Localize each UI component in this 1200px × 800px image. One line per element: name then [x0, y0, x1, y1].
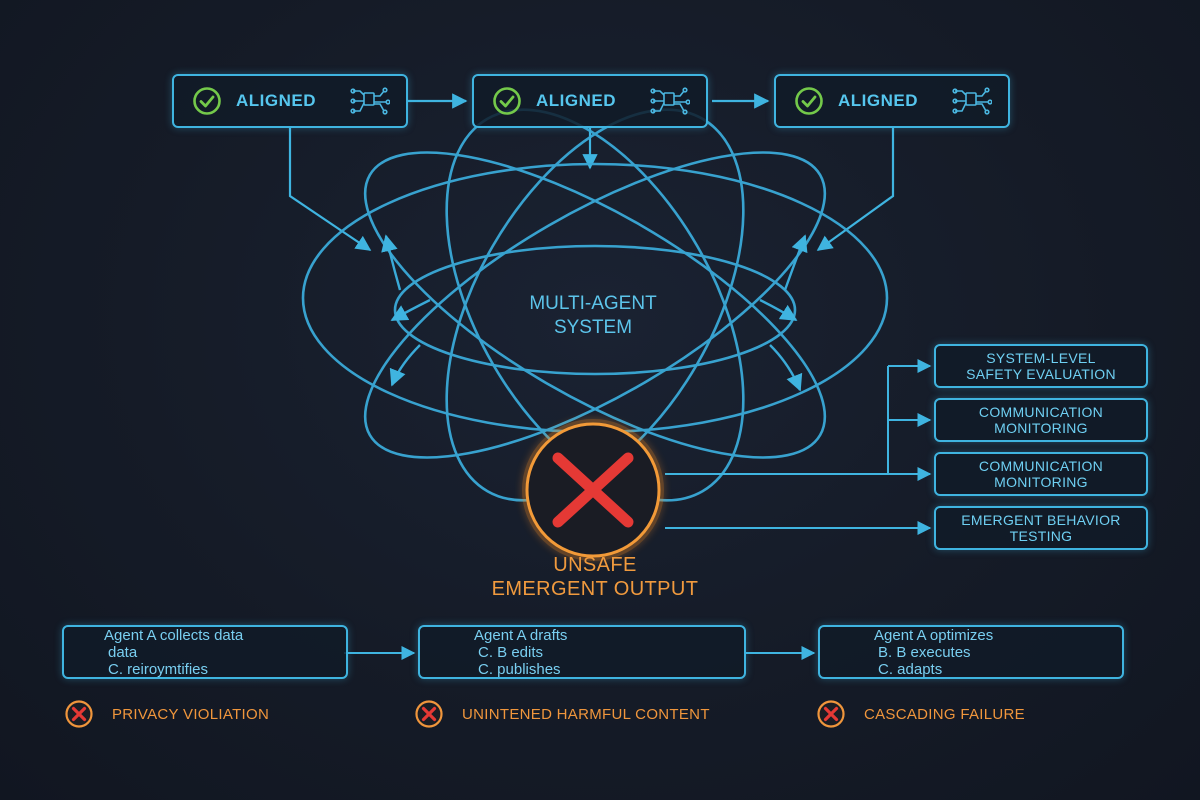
- unsafe-label-line1: UNSAFE: [553, 554, 637, 576]
- scenario-privacy: Agent A collects data data C. reiroymtif…: [62, 625, 348, 679]
- safety-check-line1: EMERGENT BEHAVIOR: [961, 512, 1121, 528]
- scenario-line: C. publishes: [478, 660, 561, 678]
- scenario-line: C. reiroymtifies: [108, 660, 209, 678]
- x-mark-icon: [552, 452, 634, 528]
- arrow-aligned-1-to-system: [288, 128, 372, 251]
- safety-check-system-evaluation: SYSTEM-LEVEL SAFETY EVALUATION: [934, 344, 1148, 388]
- aligned-label: ALIGNED: [236, 91, 316, 110]
- aligned-agent-2: ALIGNED: [472, 74, 708, 128]
- safety-check-line2: MONITORING: [994, 474, 1088, 490]
- aligned-label: ALIGNED: [838, 91, 918, 110]
- check-circle-icon: [193, 87, 221, 115]
- check-circle-icon: [795, 87, 823, 115]
- scenario-cascading: Agent A optimizes B. B executes C. adapt…: [818, 625, 1124, 679]
- aligned-agent-1: ALIGNED: [172, 74, 408, 128]
- system-label-line1: MULTI-AGENT: [529, 293, 657, 314]
- orbit-arrow-top-left: [381, 234, 402, 291]
- x-circle-icon: [65, 700, 93, 728]
- safety-check-communication-monitoring-2: COMMUNICATION MONITORING: [934, 452, 1148, 496]
- orbit-arrow-right: [769, 344, 803, 392]
- scenario-line: Agent A optimizes: [874, 626, 994, 644]
- unsafe-node-glow: [522, 419, 664, 561]
- safety-check-line2: SAFETY EVALUATION: [966, 366, 1116, 382]
- safety-check-line1: COMMUNICATION: [978, 458, 1104, 474]
- unsafe-label-line2: EMERGENT OUTPUT: [491, 578, 699, 600]
- scenario-line: C. adapts: [878, 660, 943, 678]
- circuit-icon: [952, 87, 992, 115]
- aligned-label: ALIGNED: [536, 91, 616, 110]
- orbit-arrow-mid-left: [390, 298, 431, 322]
- safety-check-line1: COMMUNICATION: [978, 404, 1104, 420]
- failure-privacy: PRIVACY VIOLIATION: [64, 698, 269, 730]
- failure-label: PRIVACY VIOLIATION: [112, 705, 270, 723]
- aligned-agent-3: ALIGNED: [774, 74, 1010, 128]
- scenario-line: Agent A collects data: [104, 626, 244, 644]
- orbit-ring-b: [363, 151, 827, 459]
- safety-check-communication-monitoring-1: COMMUNICATION MONITORING: [934, 398, 1148, 442]
- safety-check-line2: MONITORING: [994, 420, 1088, 436]
- safety-check-line1: SYSTEM-LEVEL: [986, 350, 1096, 366]
- orbit-arrow-mid-right: [759, 298, 798, 322]
- failure-harmful-content: UNINTENED HARMFUL CONTENT: [414, 698, 710, 730]
- check-circle-icon: [493, 87, 521, 115]
- unsafe-node: [522, 419, 664, 561]
- failure-label: CASCADING FAILURE: [864, 705, 1025, 723]
- safety-check-emergent-behavior-testing: EMERGENT BEHAVIOR TESTING: [934, 506, 1148, 550]
- scenario-line: B. B executes: [878, 643, 971, 661]
- safety-check-line2: TESTING: [1009, 528, 1073, 544]
- x-circle-icon: [817, 700, 845, 728]
- scenario-harmful-content: Agent A drafts C. B edits C. publishes: [418, 625, 746, 679]
- x-circle-icon: [415, 700, 443, 728]
- circuit-icon: [650, 87, 690, 115]
- circuit-icon: [350, 87, 390, 115]
- scenario-line: Agent A drafts: [474, 626, 568, 644]
- orbit-ring-a: [363, 151, 827, 459]
- multi-agent-system-label: MULTI-AGENT SYSTEM: [480, 292, 706, 340]
- failure-cascading: CASCADING FAILURE: [816, 698, 1025, 730]
- arrow-aligned-3-to-system: [816, 128, 895, 251]
- scenario-line: C. B edits: [478, 643, 544, 661]
- scenario-line: data: [108, 643, 138, 661]
- system-label-line2: SYSTEM: [553, 317, 633, 338]
- unsafe-output-label: UNSAFE EMERGENT OUTPUT: [430, 553, 760, 601]
- orbit-arrow-left: [389, 344, 421, 387]
- orbit-arrow-top-right: [783, 234, 808, 291]
- failure-label: UNINTENED HARMFUL CONTENT: [462, 705, 710, 723]
